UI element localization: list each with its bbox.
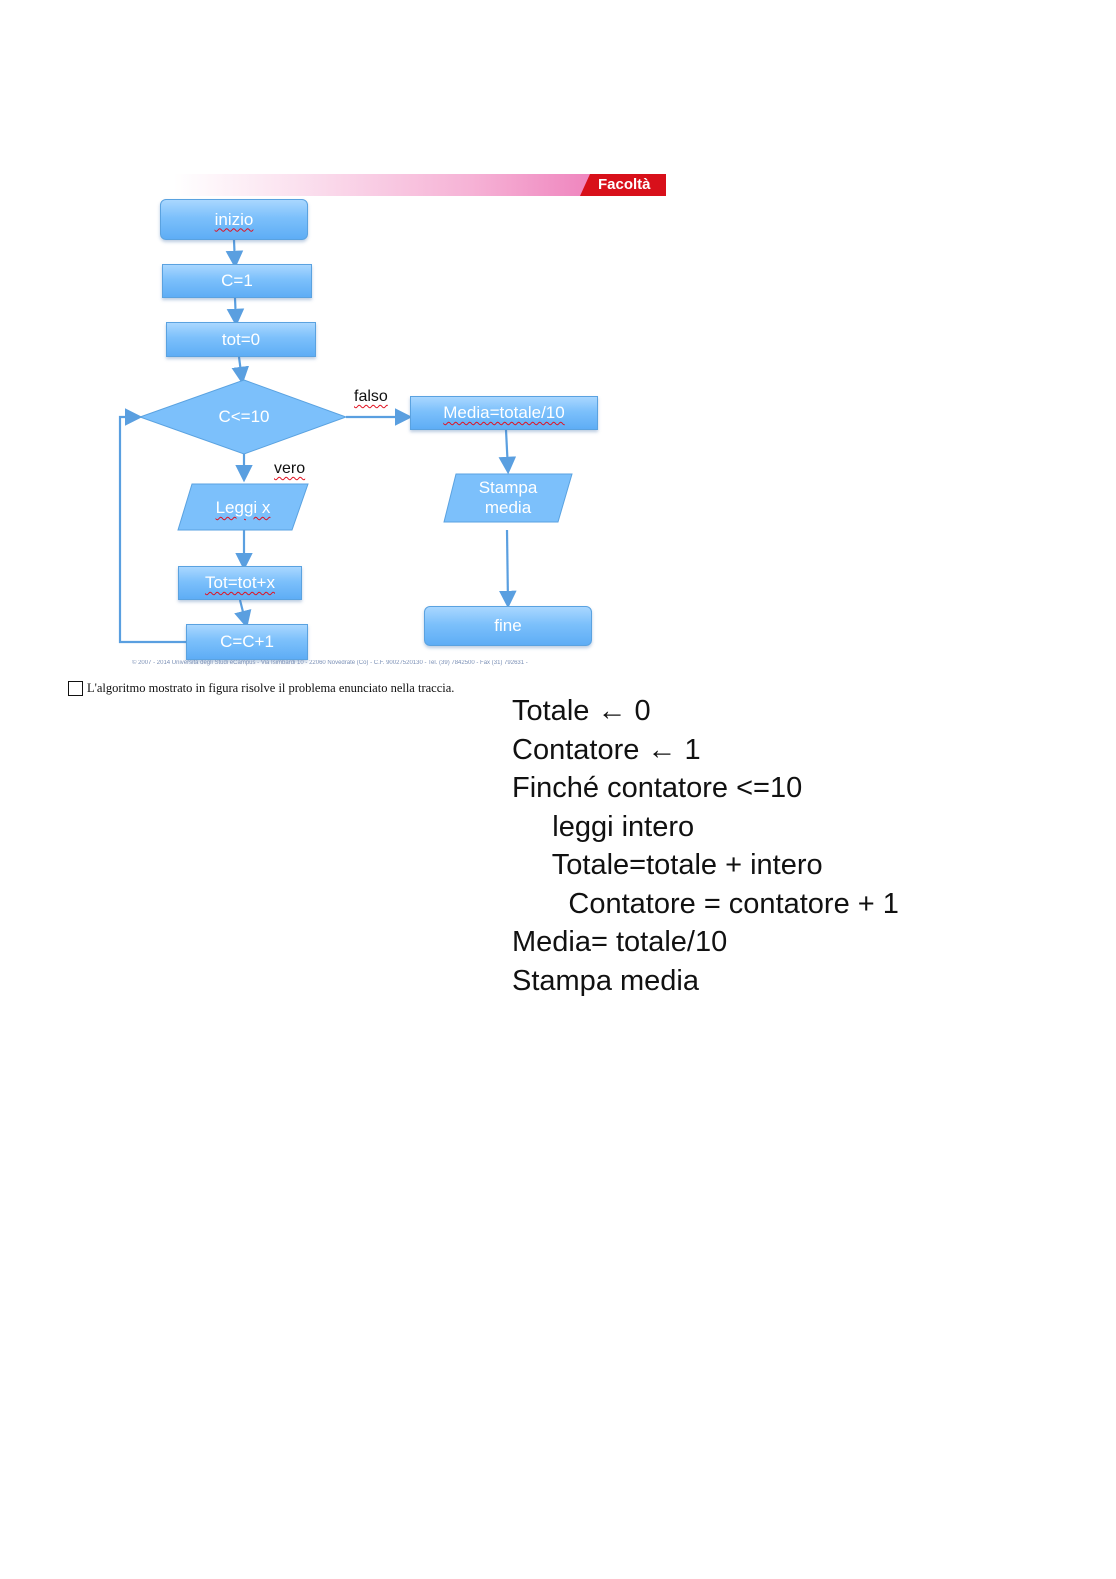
- accumulate-process: Tot=tot+x: [178, 566, 302, 600]
- flowchart-connectors: [118, 239, 573, 644]
- arrow-avg-to-print: [498, 429, 517, 475]
- faculty-tag: Facoltà: [580, 174, 666, 196]
- pseudocode-line: leggi intero: [512, 810, 695, 843]
- increment-label: C=C+1: [220, 632, 274, 651]
- pseudocode-line: Finché contatore <=10: [512, 772, 803, 804]
- flowchart-slide: Facoltà inizio C=1 tot=0: [118, 172, 666, 670]
- answer-text: L'algoritmo mostrato in figura risolve i…: [87, 681, 455, 695]
- accumulate-label: Tot=tot+x: [205, 573, 275, 592]
- read-label: Leggi x: [215, 498, 271, 517]
- init-tot-process: tot=0: [166, 322, 316, 357]
- start-label: inizio: [214, 209, 254, 229]
- pseudocode-line: Totale ← 0: [512, 695, 651, 727]
- pseudocode-line: Contatore ← 1: [512, 733, 701, 766]
- slide-footer: © 2007 - 2014 Università degli Studi eCa…: [132, 660, 528, 666]
- start-terminal: inizio: [160, 199, 308, 240]
- true-branch-label: vero: [274, 460, 306, 477]
- input-parallelogram-read: [177, 483, 309, 531]
- pseudocode-line: Contatore = contatore + 1: [512, 887, 899, 920]
- average-label: Media=totale/10: [443, 403, 565, 422]
- arrow-loop-back: [118, 408, 186, 644]
- end-label: fine: [494, 616, 522, 635]
- init-c-label: C=1: [221, 271, 253, 290]
- init-c-process: C=1: [162, 264, 312, 298]
- increment-process: C=C+1: [186, 624, 308, 660]
- condition-label-wrap: C<=10: [188, 404, 300, 430]
- read-label-wrap: Leggi x: [184, 494, 302, 522]
- arrow-print-to-end: [499, 529, 517, 609]
- false-branch-label: falso: [354, 388, 388, 405]
- arrow-c-to-tot: [226, 297, 245, 327]
- output-parallelogram-print: [443, 473, 573, 523]
- average-process: Media=totale/10: [410, 396, 598, 430]
- pseudocode-line: Totale=totale + intero: [512, 849, 823, 881]
- decision-diamond: [138, 379, 348, 455]
- slide-header-band: Facoltà: [174, 174, 666, 196]
- arrow-acc-to-inc: [234, 599, 252, 629]
- print-label-wrap: Stampa media: [448, 474, 568, 522]
- answer-checkbox[interactable]: [68, 681, 83, 696]
- pseudocode-line: Media= totale/10: [512, 926, 728, 958]
- init-tot-label: tot=0: [221, 329, 261, 349]
- answer-option[interactable]: L'algoritmo mostrato in figura risolve i…: [68, 681, 454, 696]
- pseudocode-line: Stampa media: [512, 964, 699, 997]
- print-label-line2: media: [484, 498, 532, 517]
- print-label-line1: Stampa: [478, 478, 538, 497]
- arrow-start-to-c: [225, 239, 244, 269]
- end-terminal: fine: [424, 606, 592, 646]
- pseudocode-block: Totale ← 0 Contatore ← 1 Finché contator…: [512, 692, 899, 1000]
- arrow-tot-to-cond: [231, 356, 250, 385]
- condition-label: C<=10: [218, 407, 270, 426]
